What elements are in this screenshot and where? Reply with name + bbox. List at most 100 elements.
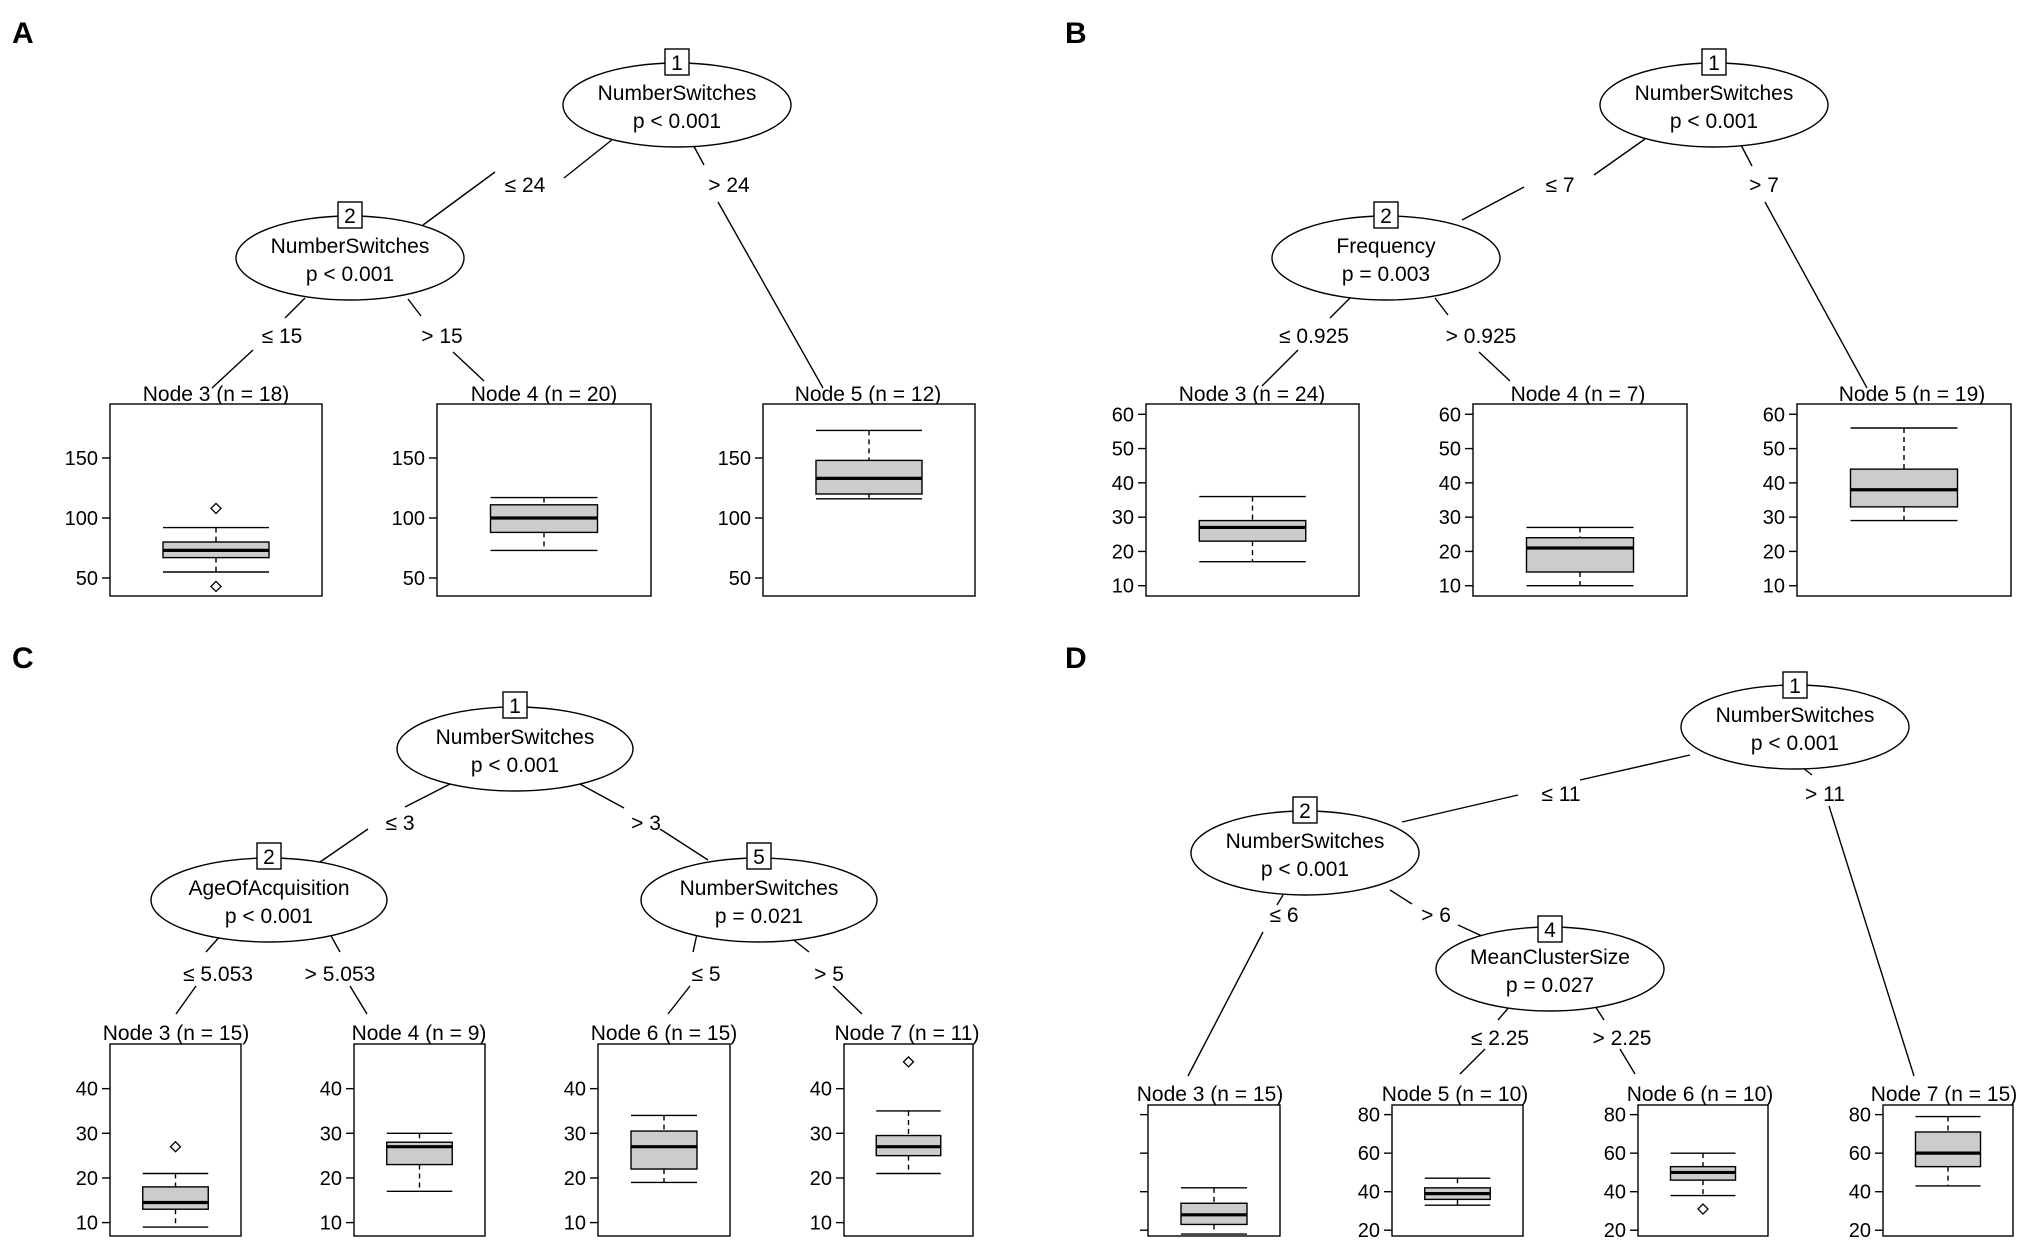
y-tick-label: 50 — [1112, 439, 1134, 461]
edge-line — [692, 933, 698, 953]
split-variable: Frequency — [1336, 235, 1436, 258]
p-value: p < 0.001 — [1751, 732, 1839, 755]
y-tick-label: 20 — [1849, 1220, 1871, 1242]
split-variable: MeanClusterSize — [1470, 946, 1630, 969]
y-tick-label: 30 — [564, 1123, 586, 1145]
edge-label: > 2.25 — [1593, 1027, 1652, 1050]
edge-line — [1828, 805, 1915, 1077]
inner-node — [396, 706, 634, 792]
edge-label: ≤ 7 — [1545, 174, 1574, 197]
node-id-box — [337, 201, 363, 229]
inner-node — [150, 857, 388, 943]
outlier-point — [1697, 1203, 1709, 1215]
y-tick-label: 60 — [1763, 404, 1785, 426]
y-tick-label: 30 — [1763, 507, 1785, 529]
y-tick-label: 50 — [76, 568, 98, 590]
p-value: p < 0.001 — [225, 905, 313, 928]
edge-line — [404, 782, 453, 808]
edge-label: > 7 — [1749, 174, 1779, 197]
y-tick-label: 10 — [76, 1213, 98, 1235]
edge-line — [1389, 889, 1413, 905]
node-id-box — [1373, 201, 1399, 229]
edge-line — [667, 985, 691, 1015]
y-tick-label: 100 — [65, 508, 98, 530]
node-id: 5 — [753, 846, 765, 869]
terminal-title: Node 3 (n = 15) — [103, 1022, 250, 1045]
plot-frame — [353, 1043, 486, 1237]
y-tick-label: 10 — [564, 1213, 586, 1235]
edge-label: > 5.053 — [305, 963, 376, 986]
iqr-box — [1198, 519, 1307, 542]
y-tick-label: 60 — [1604, 1143, 1626, 1165]
panel-c: C ≤ 3 > 3 ≤ 5.053 > 5.053 ≤ 5 > 5 1 Numb… — [12, 642, 979, 1237]
y-tick-label: 150 — [718, 448, 751, 470]
edge-label: > 0.925 — [1446, 325, 1517, 348]
edge-label: > 6 — [1421, 904, 1451, 927]
y-tick-label: 40 — [564, 1079, 586, 1101]
p-value: p < 0.001 — [1670, 110, 1758, 133]
p-value: p = 0.027 — [1506, 974, 1594, 997]
y-tick-label: 10 — [320, 1213, 342, 1235]
node-id: 2 — [1299, 800, 1311, 823]
node-id-box — [256, 842, 282, 870]
edge-label: ≤ 0.925 — [1279, 325, 1349, 348]
edge-line — [1461, 186, 1525, 221]
node-id: 2 — [1380, 205, 1392, 228]
y-tick-label: 50 — [1439, 439, 1461, 461]
y-tick-label: 40 — [1112, 473, 1134, 495]
edge-label: > 11 — [1805, 783, 1845, 806]
edge-label: ≤ 24 — [505, 174, 546, 197]
p-value: p < 0.001 — [306, 263, 394, 286]
node-id: 2 — [344, 205, 356, 228]
y-tick-label: 100 — [718, 508, 751, 530]
p-value: p = 0.021 — [715, 905, 803, 928]
y-tick-label: 20 — [1112, 541, 1134, 563]
edge-label: ≤ 5 — [691, 963, 720, 986]
edge-line — [452, 351, 485, 382]
y-tick-label: 20 — [564, 1168, 586, 1190]
split-variable: NumberSwitches — [1635, 82, 1794, 105]
y-tick-label: 10 — [810, 1213, 832, 1235]
y-tick-label: 10 — [1439, 576, 1461, 598]
node-id-box — [1782, 671, 1808, 699]
terminal-title: Node 3 (n = 15) — [1137, 1083, 1284, 1106]
edge-label: > 24 — [708, 174, 750, 197]
edge-line — [284, 297, 306, 319]
edge-line — [1329, 297, 1351, 319]
y-tick-label: 40 — [1849, 1182, 1871, 1204]
iqr-box — [1525, 537, 1635, 573]
panel-a: A ≤ 24 > 24 ≤ 15 > 15 1 NumberSwitches p… — [12, 17, 976, 597]
edge-label: ≤ 3 — [385, 812, 414, 835]
terminal-boxplot — [1140, 1104, 1281, 1237]
y-tick-label: 40 — [1358, 1182, 1380, 1204]
split-variable: NumberSwitches — [1716, 704, 1875, 727]
iqr-box — [1849, 468, 1959, 508]
edge-line — [349, 985, 368, 1015]
edge-line — [407, 298, 422, 317]
edge-line — [717, 201, 824, 389]
edge-label: > 5 — [814, 963, 844, 986]
y-tick-label: 150 — [392, 448, 425, 470]
p-value: p < 0.001 — [633, 110, 721, 133]
y-tick-label: 20 — [810, 1168, 832, 1190]
edge-line — [1764, 201, 1868, 389]
edge-line — [422, 171, 496, 226]
terminal-title: Node 3 (n = 24) — [1179, 383, 1326, 406]
y-tick-label: 40 — [810, 1079, 832, 1101]
split-variable: NumberSwitches — [1226, 830, 1385, 853]
panel-a-label: A — [12, 17, 34, 50]
y-tick-label: 80 — [1849, 1105, 1871, 1127]
split-variable: NumberSwitches — [436, 726, 595, 749]
y-tick-label: 60 — [1849, 1143, 1871, 1165]
split-variable: NumberSwitches — [680, 877, 839, 900]
node-id-box — [502, 691, 528, 719]
edge-line — [659, 828, 709, 861]
iqr-box — [630, 1130, 698, 1170]
plot-frame — [109, 403, 323, 597]
